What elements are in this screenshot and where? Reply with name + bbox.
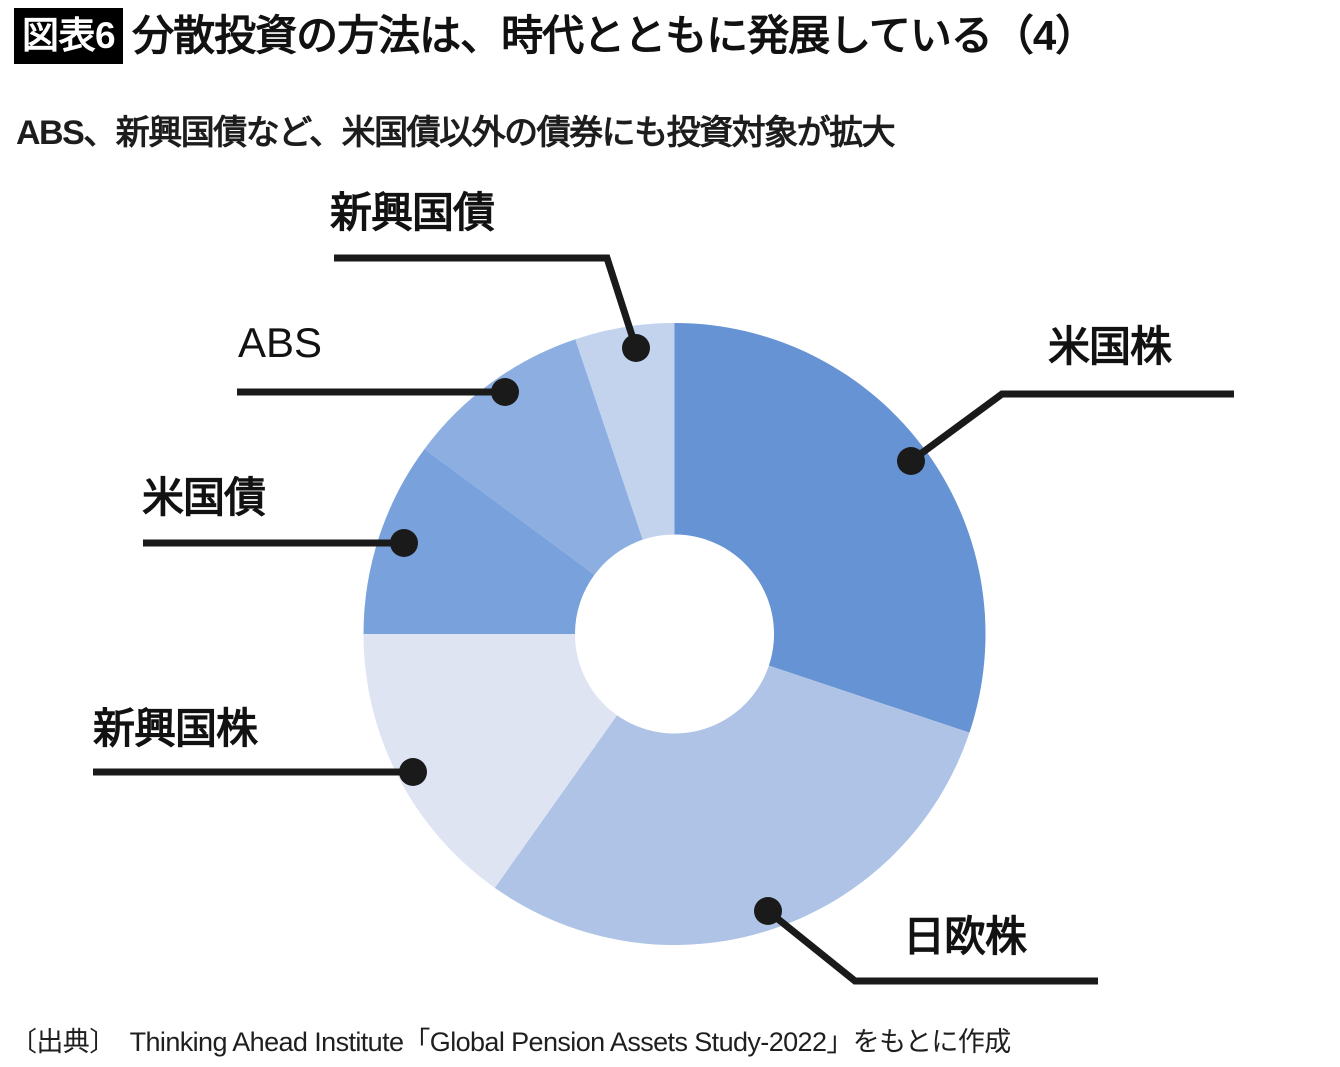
- page-title: 分散投資の方法は、時代とともに発展している（4）: [132, 12, 1097, 59]
- donut-slices: [363, 323, 986, 945]
- donut-slice: [363, 634, 617, 888]
- donut-slice: [363, 449, 595, 634]
- leader-beikoku-kabu: [897, 390, 1234, 475]
- source-text: Thinking Ahead Institute「Global Pension …: [129, 1027, 1012, 1057]
- leader-shinkou-kokusai: [334, 254, 650, 362]
- leader-dot-abs: [491, 378, 519, 406]
- donut-slice: [424, 339, 643, 575]
- page-subtitle: ABS、新興国債など、米国債以外の債券にも投資対象が拡大: [16, 114, 896, 152]
- callout-leader-lines: [93, 254, 1234, 985]
- leader-nichiou-kabu: [754, 897, 1098, 985]
- title-row: 図表6 分散投資の方法は、時代とともに発展している（4）: [14, 8, 1097, 64]
- slice-label-shinkou-kabu: 新興国株: [93, 705, 258, 752]
- source-label: 〔出典〕: [10, 1027, 116, 1057]
- slice-label-abs: ABS: [238, 319, 323, 366]
- leader-shinkou-kabu: [93, 758, 427, 786]
- slice-label-shinkou-kokusai: 新興国債: [330, 189, 495, 236]
- leader-abs: [237, 378, 519, 406]
- leader-dot-shinkou-kokusai: [622, 334, 650, 362]
- source-note: 〔出典〕 Thinking Ahead Institute「Global Pens…: [10, 1020, 1011, 1059]
- donut-chart-svg: [93, 254, 1234, 985]
- leader-beikoku-sai: [143, 529, 418, 557]
- donut-slice: [674, 323, 986, 733]
- leader-dot-nichiou-kabu: [754, 897, 782, 925]
- donut-slice: [494, 665, 970, 945]
- figure-number-badge: 図表6: [14, 8, 124, 64]
- slice-label-beikoku-kabu: 米国株: [1048, 323, 1172, 370]
- leader-dot-beikoku-kabu: [897, 447, 925, 475]
- slice-label-beikoku-sai: 米国債: [142, 474, 266, 521]
- leader-dot-beikoku-sai: [390, 529, 418, 557]
- slice-label-nichiou-kabu: 日欧株: [903, 913, 1027, 960]
- leader-dot-shinkou-kabu: [399, 758, 427, 786]
- donut-chart: 新興国債 ABS 米国債 新興国株 米国株 日欧株: [93, 189, 1234, 985]
- donut-slice: [575, 323, 675, 540]
